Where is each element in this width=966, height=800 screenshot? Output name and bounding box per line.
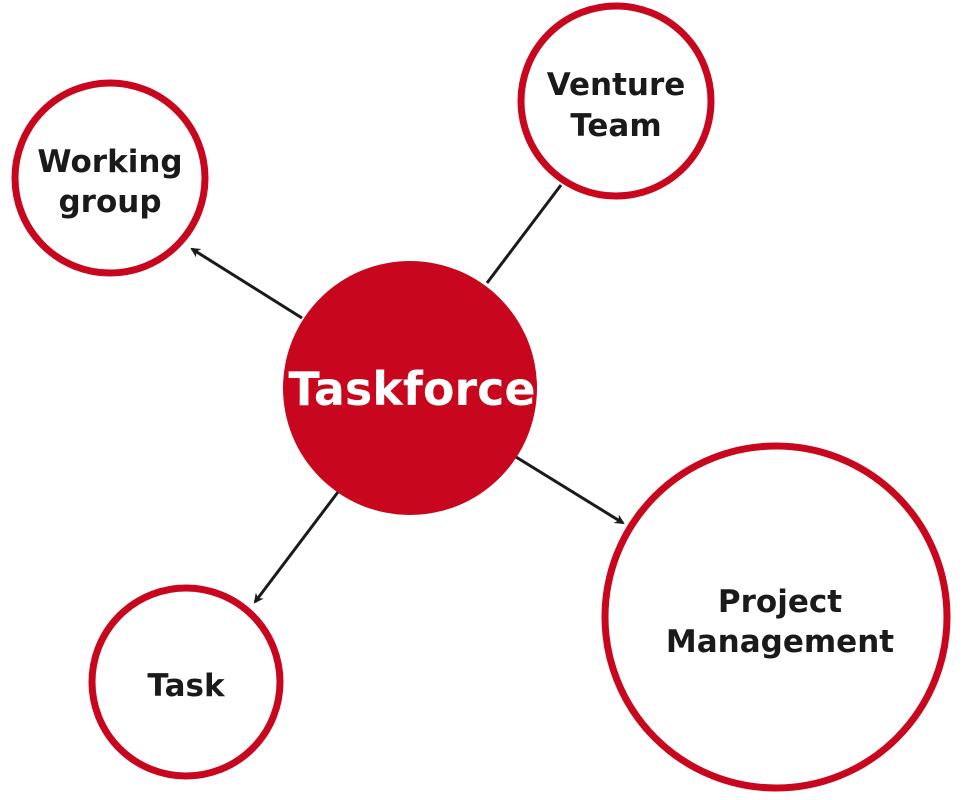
working-group-label-2: group [58, 184, 161, 220]
project-management-label-2: Management [666, 624, 894, 660]
venture-team-label-1: Venture [547, 67, 686, 103]
node-task: Task [88, 584, 284, 780]
connector-working-group [190, 247, 303, 320]
venture-team-label-2: Team [570, 108, 661, 144]
task-label: Task [147, 668, 226, 704]
connector-venture-team [485, 184, 563, 284]
node-project-management: Project Management [601, 442, 951, 792]
connector-task [253, 491, 340, 604]
project-management-label-1: Project [718, 584, 842, 620]
connector-project-management [515, 455, 625, 525]
node-venture-team: Venture Team [517, 2, 715, 200]
node-working-group: Working group [11, 79, 209, 277]
taskforce-label: Taskforce [288, 362, 535, 416]
working-group-label-1: Working [37, 144, 182, 180]
node-taskforce-center: Taskforce [283, 261, 537, 515]
